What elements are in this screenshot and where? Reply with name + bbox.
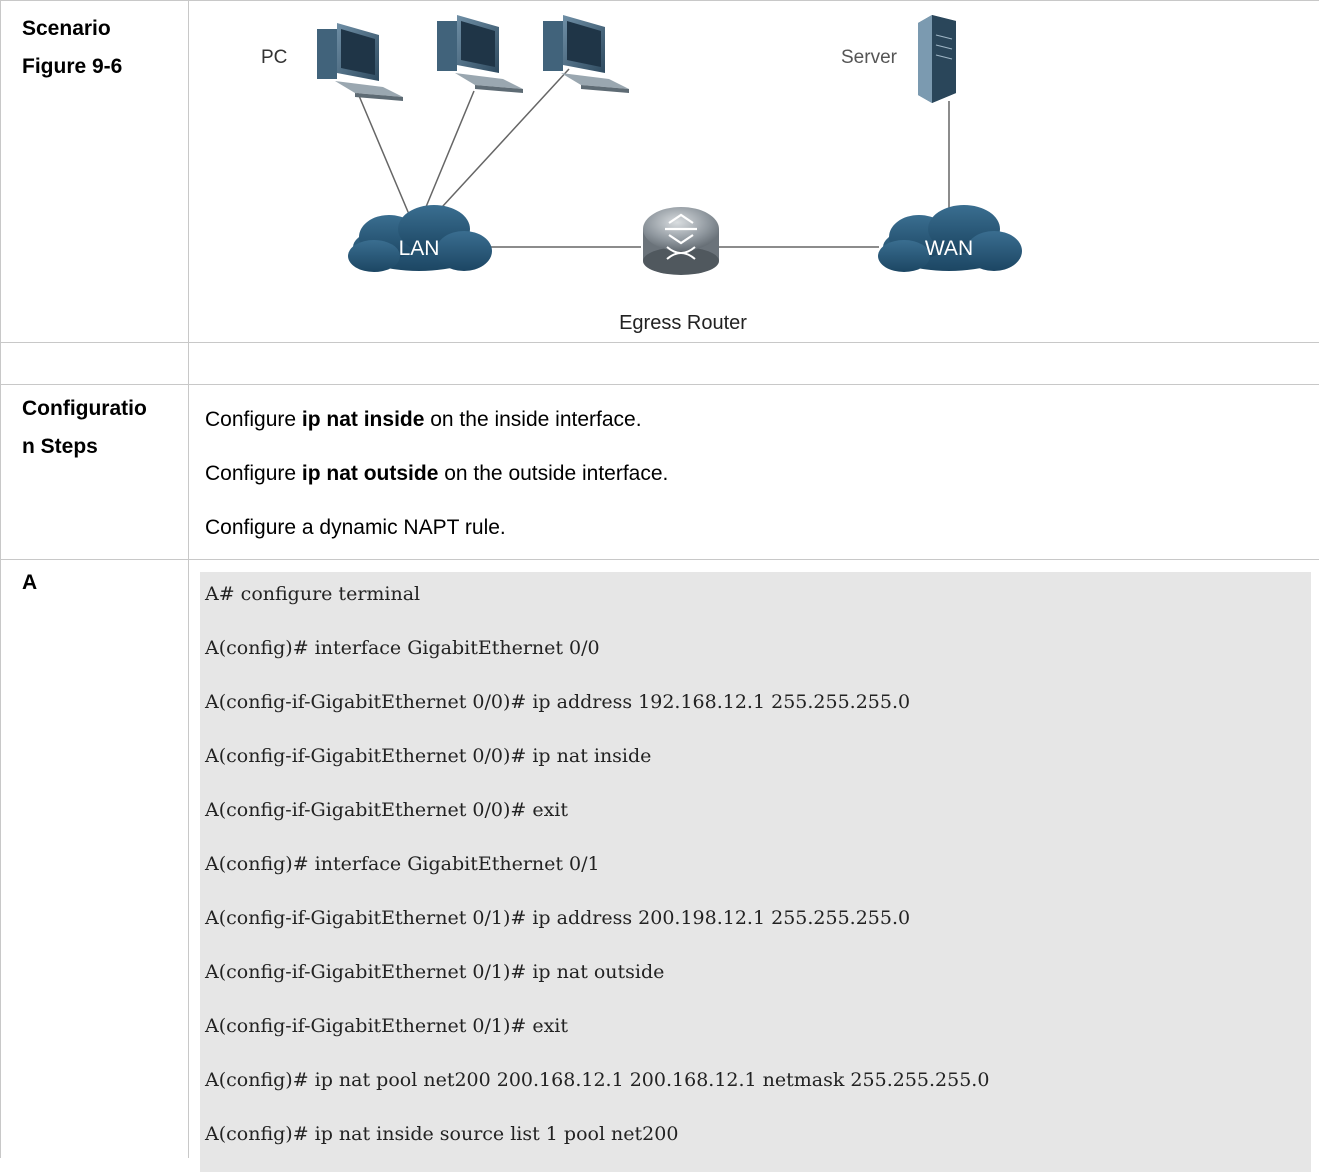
config-steps-label-line1: Configuratio [22, 397, 147, 420]
command-line: A(config-if-GigabitEthernet 0/1)# ip add… [205, 907, 911, 929]
router-icon [643, 207, 719, 275]
config-steps-label: Configuratio n Steps [22, 390, 147, 466]
table-column-divider [188, 0, 189, 1158]
command-line: A(config-if-GigabitEthernet 0/0)# ip add… [205, 691, 911, 713]
command-line: A(config-if-GigabitEthernet 0/1)# ip nat… [205, 961, 665, 983]
scenario-label-line1: Scenario [22, 17, 111, 40]
command-block [200, 572, 1311, 1172]
command-line: A(config-if-GigabitEthernet 0/0)# ip nat… [205, 745, 652, 767]
link-pc2-lan [420, 90, 475, 220]
scenario-label-line2: Figure 9-6 [22, 55, 123, 78]
command-line: A(config)# interface GigabitEthernet 0/0 [205, 637, 600, 659]
server-label: Server [841, 47, 898, 68]
lan-label: LAN [399, 237, 440, 260]
command-line: A(config-if-GigabitEthernet 0/0)# exit [205, 799, 569, 821]
command-line: A(config)# ip nat pool net200 200.168.12… [205, 1069, 990, 1091]
pc-icon [437, 15, 523, 93]
pc-icon [317, 23, 403, 101]
server-icon [918, 15, 956, 103]
network-topology-diagram: PC Server LAN WAN [261, 15, 1022, 334]
table-left-border [0, 0, 1, 1158]
command-line: A(config-if-GigabitEthernet 0/1)# exit [205, 1015, 569, 1037]
router-label: Egress Router [619, 312, 747, 334]
pc-icon [543, 15, 629, 93]
command-line: A# configure terminal [205, 583, 421, 605]
row-divider-2 [0, 384, 1319, 385]
scenario-label: Scenario Figure 9-6 [22, 10, 122, 86]
row-divider-3 [0, 559, 1319, 560]
row-divider-1 [0, 342, 1319, 343]
link-pc1-lan [356, 90, 412, 220]
table-top-border [0, 0, 1319, 1]
lan-cloud-icon [348, 205, 492, 272]
link-pc3-lan [430, 68, 570, 220]
config-step-2: Configure ip nat outside on the outside … [205, 462, 669, 485]
device-a-label: A [22, 571, 38, 594]
config-step-3: Configure a dynamic NAPT rule. [205, 516, 506, 539]
command-line: A(config)# interface GigabitEthernet 0/1 [205, 853, 600, 875]
command-line: A(config)# ip nat inside source list 1 p… [205, 1123, 679, 1145]
config-step-1: Configure ip nat inside on the inside in… [205, 408, 642, 431]
wan-label: WAN [925, 237, 973, 260]
pc-label: PC [261, 47, 287, 68]
config-steps-label-line2: n Steps [22, 435, 98, 458]
wan-cloud-icon [878, 205, 1022, 272]
